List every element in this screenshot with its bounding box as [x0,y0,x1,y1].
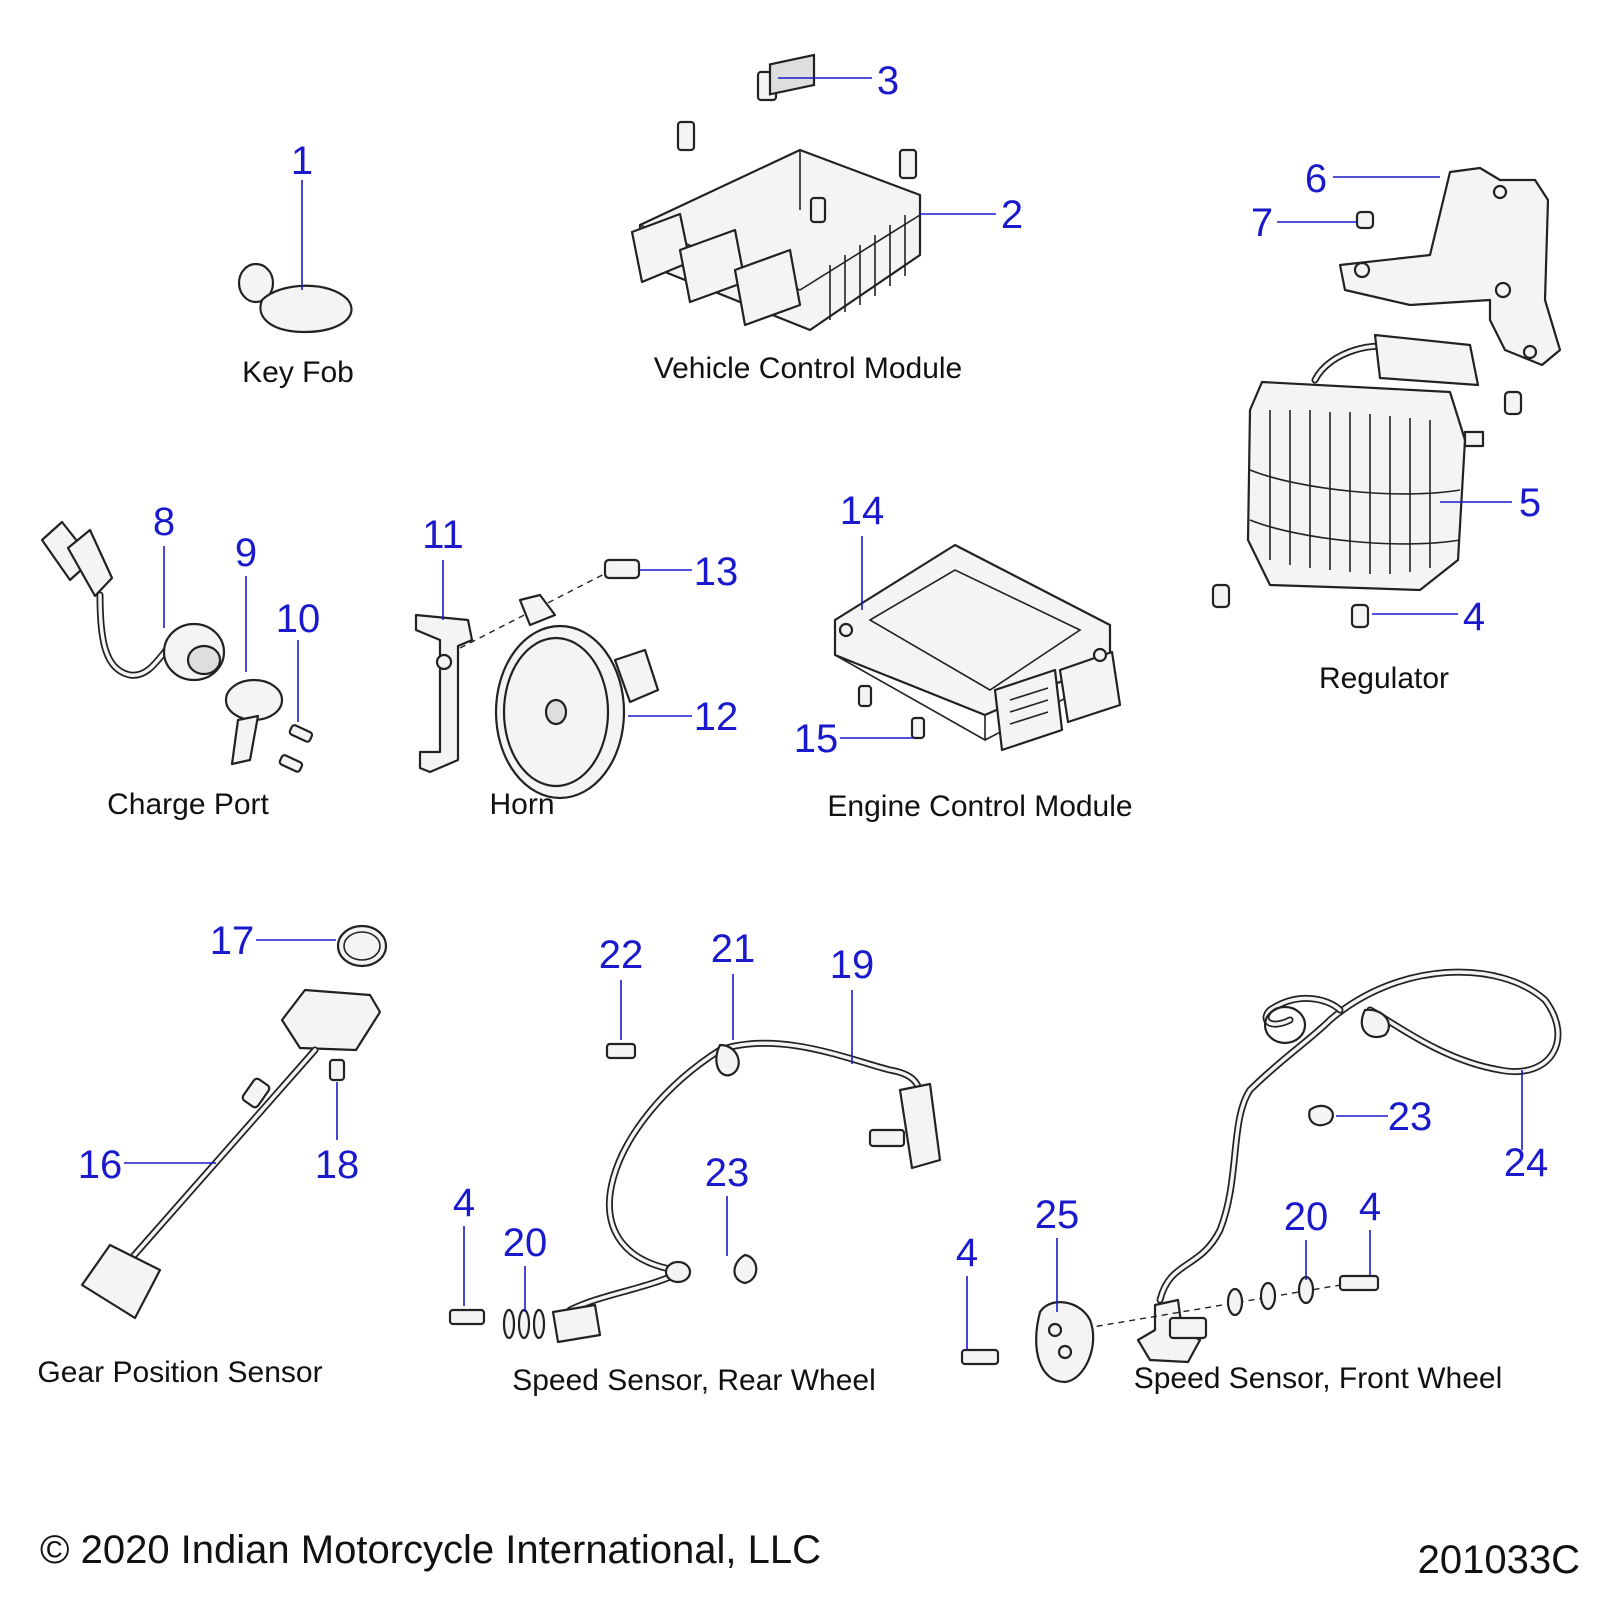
callout-19: 19 [830,943,875,987]
callout-8: 8 [153,500,175,544]
callout-17: 17 [210,919,255,963]
speed-sensor-front [960,968,1562,1384]
caption-horn: Horn [489,788,554,821]
callout-6: 6 [1305,157,1327,201]
callout-20: 20 [503,1221,548,1265]
caption-charge-port: Charge Port [107,788,269,821]
callout-20: 20 [1284,1195,1329,1239]
gear-position-sensor [80,924,388,1320]
callout-23: 23 [705,1151,750,1195]
caption-rear-speed: Speed Sensor, Rear Wheel [512,1364,876,1397]
callout-24: 24 [1504,1141,1549,1185]
engine-control-module [833,543,1122,752]
callout-16: 16 [78,1143,123,1187]
callout-14: 14 [840,489,885,533]
callout-4: 4 [1359,1185,1381,1229]
caption-regulator: Regulator [1319,662,1449,695]
charge-port [40,520,314,773]
copyright-text: © 2020 Indian Motorcycle International, … [40,1528,821,1572]
callout-9: 9 [235,531,257,575]
horn [414,558,660,800]
caption-vcm: Vehicle Control Module [654,352,963,385]
key-fob [237,262,353,334]
callout-22: 22 [599,933,644,977]
callout-23: 23 [1388,1095,1433,1139]
vehicle-control-module [630,53,922,332]
callout-13: 13 [694,550,739,594]
caption-front-speed: Speed Sensor, Front Wheel [1134,1362,1503,1395]
caption-gear-sensor: Gear Position Sensor [37,1356,322,1389]
callout-4: 4 [1463,595,1485,639]
callout-3: 3 [877,59,899,103]
drawing-number: 201033C [1418,1538,1580,1582]
callout-12: 12 [694,695,739,739]
speed-sensor-rear [448,1039,942,1344]
callout-4: 4 [453,1181,475,1225]
caption-ecm: Engine Control Module [827,790,1132,823]
callout-18: 18 [315,1143,360,1187]
caption-key-fob: Key Fob [242,356,354,389]
callout-21: 21 [711,927,756,971]
callout-10: 10 [276,597,321,641]
callout-2: 2 [1001,193,1023,237]
callout-5: 5 [1519,481,1541,525]
callout-7: 7 [1251,201,1273,245]
regulator [1211,166,1562,629]
callout-1: 1 [291,139,313,183]
callout-25: 25 [1035,1193,1080,1237]
callout-15: 15 [794,717,839,761]
callout-4: 4 [956,1231,978,1275]
callout-11: 11 [422,513,464,557]
